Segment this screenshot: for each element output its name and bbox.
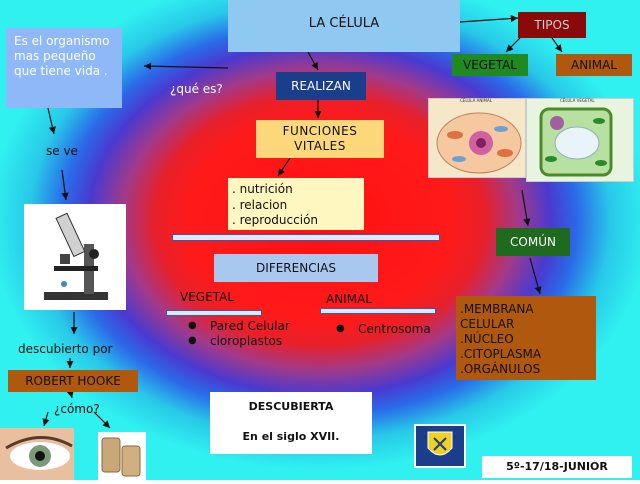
microscope-icon	[44, 212, 108, 300]
title-box	[228, 0, 460, 52]
realizan-label: REALIZAN	[291, 79, 351, 93]
common-item: .NÚCLEO	[460, 332, 514, 346]
definition-box	[6, 28, 122, 108]
vegetal-underline	[166, 310, 262, 316]
vegetal-type-box	[452, 54, 528, 76]
animal-type-label: ANIMAL	[571, 58, 617, 72]
eye-icon	[5, 436, 73, 470]
arrow-seve-micro	[61, 169, 69, 201]
plant-cell-image	[526, 98, 634, 182]
function-item: . relacion	[232, 198, 288, 212]
robert-label: ROBERT HOOKE	[25, 374, 121, 388]
school-shield-icon	[416, 426, 464, 466]
page-title: LA CÉLULA	[308, 16, 380, 31]
grade-box	[482, 456, 632, 478]
function-item: . reproducción	[232, 213, 319, 227]
tipos-box	[518, 12, 586, 38]
common-item: .MEMBRANA	[460, 302, 534, 316]
comun-label: COMÚN	[510, 235, 556, 249]
divider-bar	[172, 234, 440, 241]
animal-cell-image	[428, 98, 526, 178]
arrow-tipos-animal	[551, 37, 563, 53]
se-ve-label: se ve	[46, 144, 78, 158]
definition-text: Es el organismo mas pequeño que tiene vi…	[14, 34, 110, 78]
descubierta-label: DESCUBIERTA	[248, 400, 334, 413]
arrow-def-seve	[47, 107, 56, 135]
funciones-box	[256, 120, 384, 158]
school-logo	[414, 424, 466, 468]
eye-image	[0, 428, 74, 480]
bullet-icon: ●	[336, 323, 345, 334]
animal-item: Centrosoma	[358, 322, 431, 336]
common-item: CELULAR	[460, 317, 515, 331]
common-list-box	[456, 296, 596, 380]
siglo-label: En el siglo XVII.	[242, 430, 340, 443]
vegetal-item: cloroplastos	[210, 334, 283, 348]
funciones-label: FUNCIONES VITALES	[282, 124, 358, 153]
common-item: .CITOPLASMA	[460, 347, 542, 361]
bullet-icon: ●	[188, 320, 197, 331]
como-label: ¿cómo?	[54, 402, 100, 416]
grade-label: 5º-17/18-JUNIOR	[506, 460, 608, 473]
animal-type-box	[556, 54, 632, 76]
animal-cell-caption: CÉLULA ANIMAL	[460, 98, 492, 103]
animal-cell-icon	[436, 112, 522, 174]
functions-list-box	[228, 178, 364, 230]
bullet-icon: ●	[188, 335, 197, 346]
arrow-title-tipos	[459, 14, 519, 23]
descubierto-por-label: descubierto por	[18, 342, 113, 356]
descubierta-box	[210, 392, 372, 454]
microscope-image	[24, 204, 126, 310]
arrow-como-cork	[93, 411, 111, 429]
arrow-title-realizan	[307, 51, 319, 71]
arrow-como-eye	[42, 411, 50, 427]
diferencias-box	[214, 254, 378, 282]
plant-cell-caption: CÉLULA VEGETAL	[560, 98, 595, 103]
cork-icon	[101, 437, 141, 477]
diff-vegetal-label: VEGETAL	[180, 290, 234, 304]
animal-underline	[320, 308, 436, 314]
arrow-funciones-list	[277, 157, 291, 177]
vegetal-item: Pared Celular	[210, 319, 290, 333]
que-es-label: ¿qué es?	[170, 82, 223, 96]
cork-image	[98, 432, 146, 480]
function-item: . nutrición	[232, 182, 293, 196]
arrow-title-queesta	[143, 62, 229, 70]
plant-cell-icon	[539, 107, 613, 177]
tipos-label: TIPOS	[534, 18, 570, 32]
diff-animal-label: ANIMAL	[326, 292, 372, 306]
vegetal-type-label: VEGETAL	[463, 58, 517, 72]
arrow-cell-comun	[521, 189, 531, 227]
diferencias-label: DIFERENCIAS	[256, 261, 336, 275]
realizan-box	[276, 72, 366, 100]
common-item: .ORGÁNULOS	[460, 362, 541, 376]
robert-box	[8, 370, 138, 392]
arrow-comun-common	[529, 257, 542, 295]
comun-box	[496, 228, 570, 256]
arrow-tipos-vegetal	[505, 37, 521, 53]
